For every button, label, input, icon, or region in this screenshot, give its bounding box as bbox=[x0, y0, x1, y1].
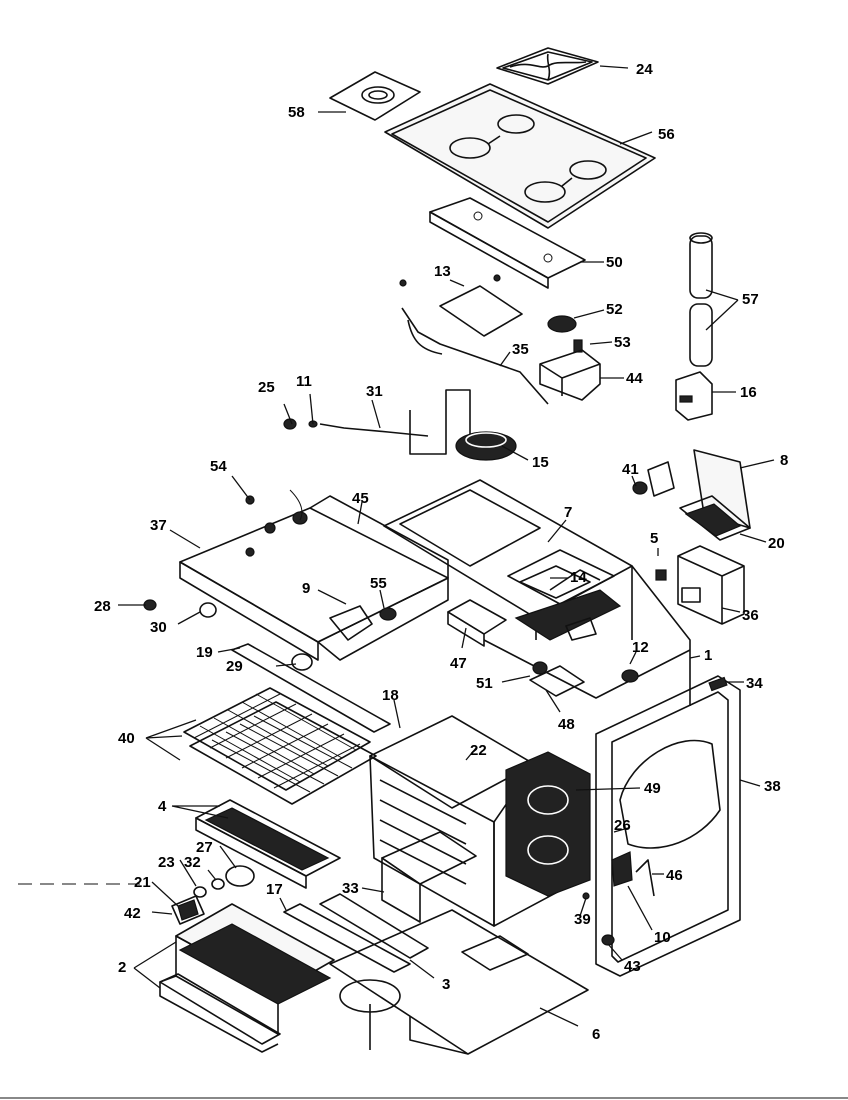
callout-45: 45 bbox=[352, 490, 369, 507]
callout-2: 2 bbox=[118, 959, 126, 976]
bottom-panel bbox=[329, 909, 589, 1055]
wiring-box bbox=[655, 545, 745, 625]
control-panel-frame bbox=[179, 489, 449, 661]
callout-19: 19 bbox=[196, 644, 213, 661]
callout-20: 20 bbox=[768, 535, 785, 552]
callout-14: 14 bbox=[570, 569, 587, 586]
callout-40: 40 bbox=[118, 730, 135, 747]
burner-grate bbox=[496, 47, 599, 85]
callout-22: 22 bbox=[470, 742, 487, 759]
flue-assembly bbox=[632, 449, 751, 541]
callout-26: 26 bbox=[614, 817, 631, 834]
heat-shield bbox=[439, 285, 523, 337]
heat-baffle bbox=[381, 831, 477, 923]
callout-17: 17 bbox=[266, 881, 283, 898]
callout-30: 30 bbox=[150, 619, 167, 636]
callout-7: 7 bbox=[564, 504, 572, 521]
callout-53: 53 bbox=[614, 334, 631, 351]
callout-29: 29 bbox=[226, 658, 243, 675]
callout-12: 12 bbox=[632, 639, 649, 656]
callout-46: 46 bbox=[666, 867, 683, 884]
callout-3: 3 bbox=[442, 976, 450, 993]
storage-drawer bbox=[159, 903, 335, 1053]
door-hardware bbox=[582, 851, 655, 946]
callout-55: 55 bbox=[370, 575, 387, 592]
callout-49: 49 bbox=[644, 780, 661, 797]
callout-38: 38 bbox=[764, 778, 781, 795]
callout-44: 44 bbox=[626, 370, 643, 387]
gas-valve-cluster bbox=[455, 431, 517, 461]
callout-23: 23 bbox=[158, 854, 175, 871]
cooktop-panel bbox=[384, 83, 656, 229]
oven-racks bbox=[183, 687, 377, 805]
callout-35: 35 bbox=[512, 341, 529, 358]
pilot-parts bbox=[171, 865, 255, 925]
callout-31: 31 bbox=[366, 383, 383, 400]
igniter-assembly bbox=[539, 315, 601, 401]
callout-34: 34 bbox=[746, 675, 763, 692]
callout-57: 57 bbox=[742, 291, 759, 308]
burner-cover-plate bbox=[329, 71, 421, 121]
callout-11: 11 bbox=[296, 373, 312, 390]
burner-box-front bbox=[429, 197, 586, 289]
gas-tubing bbox=[283, 274, 549, 455]
callout-56: 56 bbox=[658, 126, 675, 143]
callout-6: 6 bbox=[592, 1026, 600, 1043]
thermostat-sensor bbox=[621, 669, 639, 683]
callout-54: 54 bbox=[210, 458, 227, 475]
callout-labels: 24 58 56 50 13 57 52 53 35 44 16 25 11 3… bbox=[94, 61, 788, 1043]
callout-4: 4 bbox=[158, 798, 167, 815]
callout-1: 1 bbox=[704, 647, 712, 664]
callout-5: 5 bbox=[650, 530, 658, 547]
callout-21: 21 bbox=[134, 874, 151, 891]
callout-52: 52 bbox=[606, 301, 623, 318]
vent-tubes bbox=[689, 232, 713, 367]
callout-42: 42 bbox=[124, 905, 141, 922]
callout-48: 48 bbox=[558, 716, 575, 733]
callout-32: 32 bbox=[184, 854, 201, 871]
callout-41: 41 bbox=[622, 461, 639, 478]
callout-39: 39 bbox=[574, 911, 591, 928]
oven-door-panel bbox=[595, 675, 741, 977]
oven-burner-brackets bbox=[447, 599, 597, 697]
callout-24: 24 bbox=[636, 61, 653, 78]
broiler-pan bbox=[195, 799, 341, 889]
oven-burner bbox=[505, 751, 591, 897]
callout-43: 43 bbox=[624, 958, 641, 975]
callout-50: 50 bbox=[606, 254, 623, 271]
callout-18: 18 bbox=[382, 687, 399, 704]
callout-10: 10 bbox=[654, 929, 671, 946]
callout-37: 37 bbox=[150, 517, 167, 534]
callout-51: 51 bbox=[476, 675, 493, 692]
callout-28: 28 bbox=[94, 598, 111, 615]
vent-bracket bbox=[675, 371, 713, 421]
callout-13: 13 bbox=[434, 263, 451, 280]
oven-cabinet-body bbox=[483, 565, 691, 706]
knob-and-valve-parts bbox=[143, 599, 397, 733]
callout-9: 9 bbox=[302, 580, 310, 597]
callout-36: 36 bbox=[742, 607, 759, 624]
callout-58: 58 bbox=[288, 104, 305, 121]
callout-25: 25 bbox=[258, 379, 275, 396]
callout-27: 27 bbox=[196, 839, 213, 856]
leader-lines bbox=[118, 65, 775, 1027]
callout-16: 16 bbox=[740, 384, 757, 401]
callout-15: 15 bbox=[532, 454, 549, 471]
callout-47: 47 bbox=[450, 655, 467, 672]
callout-8: 8 bbox=[780, 452, 788, 469]
callout-33: 33 bbox=[342, 880, 359, 897]
